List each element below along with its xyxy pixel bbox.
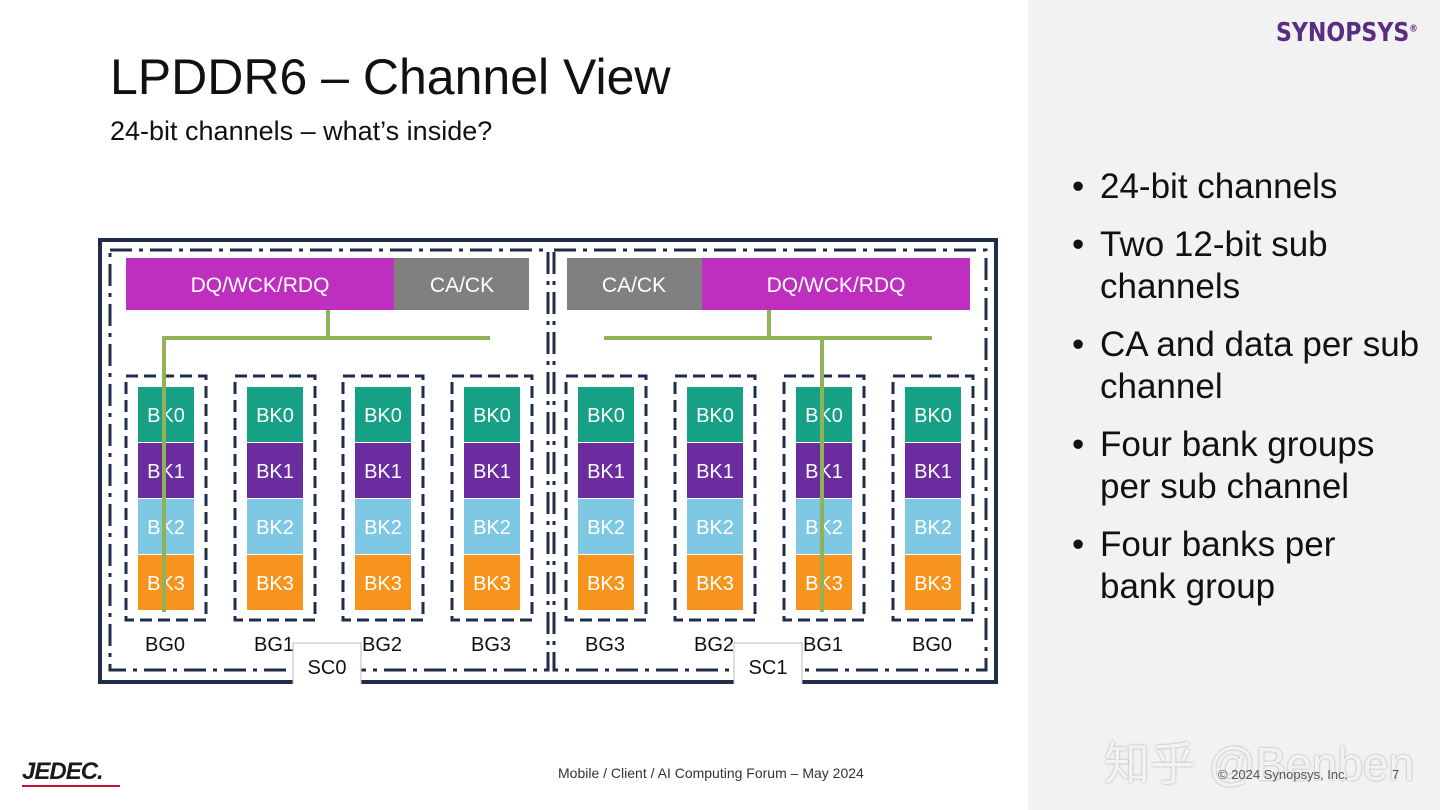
bank-group-label: BG1: [803, 634, 843, 656]
bank-block: [905, 387, 961, 442]
subchannel-label: SC0: [308, 657, 347, 679]
bank-block: [247, 555, 303, 610]
bank-block: [464, 499, 520, 554]
bank-group-label: BG0: [145, 634, 185, 656]
slide-subtitle: 24-bit channels – what’s inside?: [110, 116, 493, 146]
bank-block: [687, 499, 743, 554]
bank-label: BK3: [364, 573, 402, 595]
bank-label: BK0: [473, 405, 511, 427]
jedec-logo: JEDEC.: [22, 758, 104, 785]
bank-label: BK1: [696, 461, 734, 483]
subchannel-label-box: [292, 642, 362, 684]
ca-bar-label: CA/CK: [430, 274, 494, 297]
footer-copyright: © 2024 Synopsys, Inc.: [1218, 767, 1349, 782]
bank-group-box: [673, 374, 757, 622]
bank-label: BK0: [364, 405, 402, 427]
logo-text: SYNOPSYS: [1276, 18, 1410, 48]
bank-label: BK1: [473, 461, 511, 483]
jedec-logo-underline: [22, 785, 120, 787]
dq-bar-label: DQ/WCK/RDQ: [191, 274, 330, 297]
bank-label: BK2: [473, 517, 511, 539]
subchannel-box-sc0: [108, 248, 550, 672]
bank-block: [355, 387, 411, 442]
bullet-item: 24-bit channels: [1070, 166, 1420, 208]
bank-group-label: BG2: [694, 634, 734, 656]
bank-label: BK1: [914, 461, 952, 483]
bank-group-label: BG2: [362, 634, 402, 656]
bank-label: BK2: [914, 517, 952, 539]
bank-group-label: BG3: [471, 634, 511, 656]
bank-block: [247, 387, 303, 442]
channel-outer-border: [98, 238, 998, 684]
bank-label: BK3: [914, 573, 952, 595]
bank-block: [905, 555, 961, 610]
channel-diagram: DQ/WCK/RDQCA/CKCA/CKDQ/WCK/RDQBK0BK1BK2B…: [98, 238, 998, 684]
bank-label: BK2: [696, 517, 734, 539]
bank-label: BK1: [587, 461, 625, 483]
bank-block: [905, 499, 961, 554]
bank-block: [687, 387, 743, 442]
bank-block: [687, 443, 743, 498]
synopsys-logo: SYNOPSYS®: [1276, 18, 1418, 48]
bank-group-box: [891, 374, 975, 622]
bank-block: [247, 499, 303, 554]
bank-group-label: BG0: [912, 634, 952, 656]
bank-block: [355, 443, 411, 498]
bank-label: BK3: [256, 573, 294, 595]
bank-label: BK1: [364, 461, 402, 483]
bank-block: [578, 443, 634, 498]
registered-mark: ®: [1409, 23, 1419, 35]
bank-group-label: BG1: [254, 634, 294, 656]
ca-bar-sc0: [394, 258, 529, 310]
bank-block: [355, 499, 411, 554]
bank-label: BK3: [473, 573, 511, 595]
bank-label: BK1: [256, 461, 294, 483]
subchannel-box-sc1: [552, 248, 988, 672]
bank-block: [578, 499, 634, 554]
bank-block: [464, 387, 520, 442]
dq-bar-label: DQ/WCK/RDQ: [767, 274, 906, 297]
bullet-item: CA and data per sub channel: [1070, 324, 1420, 408]
bank-label: BK3: [587, 573, 625, 595]
bank-label: BK0: [587, 405, 625, 427]
footer-event: Mobile / Client / AI Computing Forum – M…: [558, 765, 864, 781]
watermark: 知乎 @Benben: [1104, 738, 1415, 790]
bank-label: BK2: [364, 517, 402, 539]
bank-label: BK2: [587, 517, 625, 539]
bank-group-box: [233, 374, 317, 622]
slide-title: LPDDR6 – Channel View: [110, 49, 671, 105]
bank-group-box: [341, 374, 425, 622]
bank-label: BK2: [256, 517, 294, 539]
dq-bar-sc1: [702, 258, 970, 310]
bank-block: [687, 555, 743, 610]
bank-block: [578, 387, 634, 442]
bullet-item: Four bank groups per sub channel: [1070, 424, 1420, 508]
ca-bar-label: CA/CK: [602, 274, 666, 297]
ca-bar-sc1: [567, 258, 702, 310]
bank-block: [355, 555, 411, 610]
dq-bar-sc0: [126, 258, 394, 310]
bank-block: [464, 443, 520, 498]
bank-block: [247, 443, 303, 498]
bank-label: BK3: [696, 573, 734, 595]
bank-group-label: BG3: [585, 634, 625, 656]
subchannel-label: SC1: [749, 657, 788, 679]
bank-label: BK0: [256, 405, 294, 427]
subchannel-label-box: [733, 642, 803, 684]
bank-block: [464, 555, 520, 610]
bank-group-box: [564, 374, 648, 622]
bullet-item: Four banks per bank group: [1070, 524, 1420, 608]
bullet-list: 24-bit channels Two 12-bit sub channels …: [1070, 166, 1420, 624]
bank-label: BK0: [914, 405, 952, 427]
page-number: 7: [1392, 767, 1400, 782]
bullet-item: Two 12-bit sub channels: [1070, 224, 1420, 308]
bank-block: [905, 443, 961, 498]
bank-label: BK0: [696, 405, 734, 427]
bank-group-box: [450, 374, 534, 622]
bank-block: [578, 555, 634, 610]
